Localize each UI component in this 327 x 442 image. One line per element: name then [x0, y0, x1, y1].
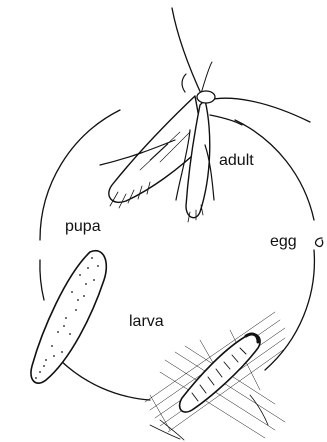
- adult-moth-illustration: [100, 8, 310, 222]
- stage-label-larva: larva: [129, 313, 164, 330]
- egg-illustration: [315, 238, 322, 247]
- stage-label-egg: egg: [270, 233, 297, 250]
- stage-label-pupa: pupa: [65, 218, 101, 235]
- pupa-illustration: [31, 251, 106, 383]
- stage-label-adult: adult: [219, 152, 254, 169]
- larva-illustration: [145, 312, 285, 440]
